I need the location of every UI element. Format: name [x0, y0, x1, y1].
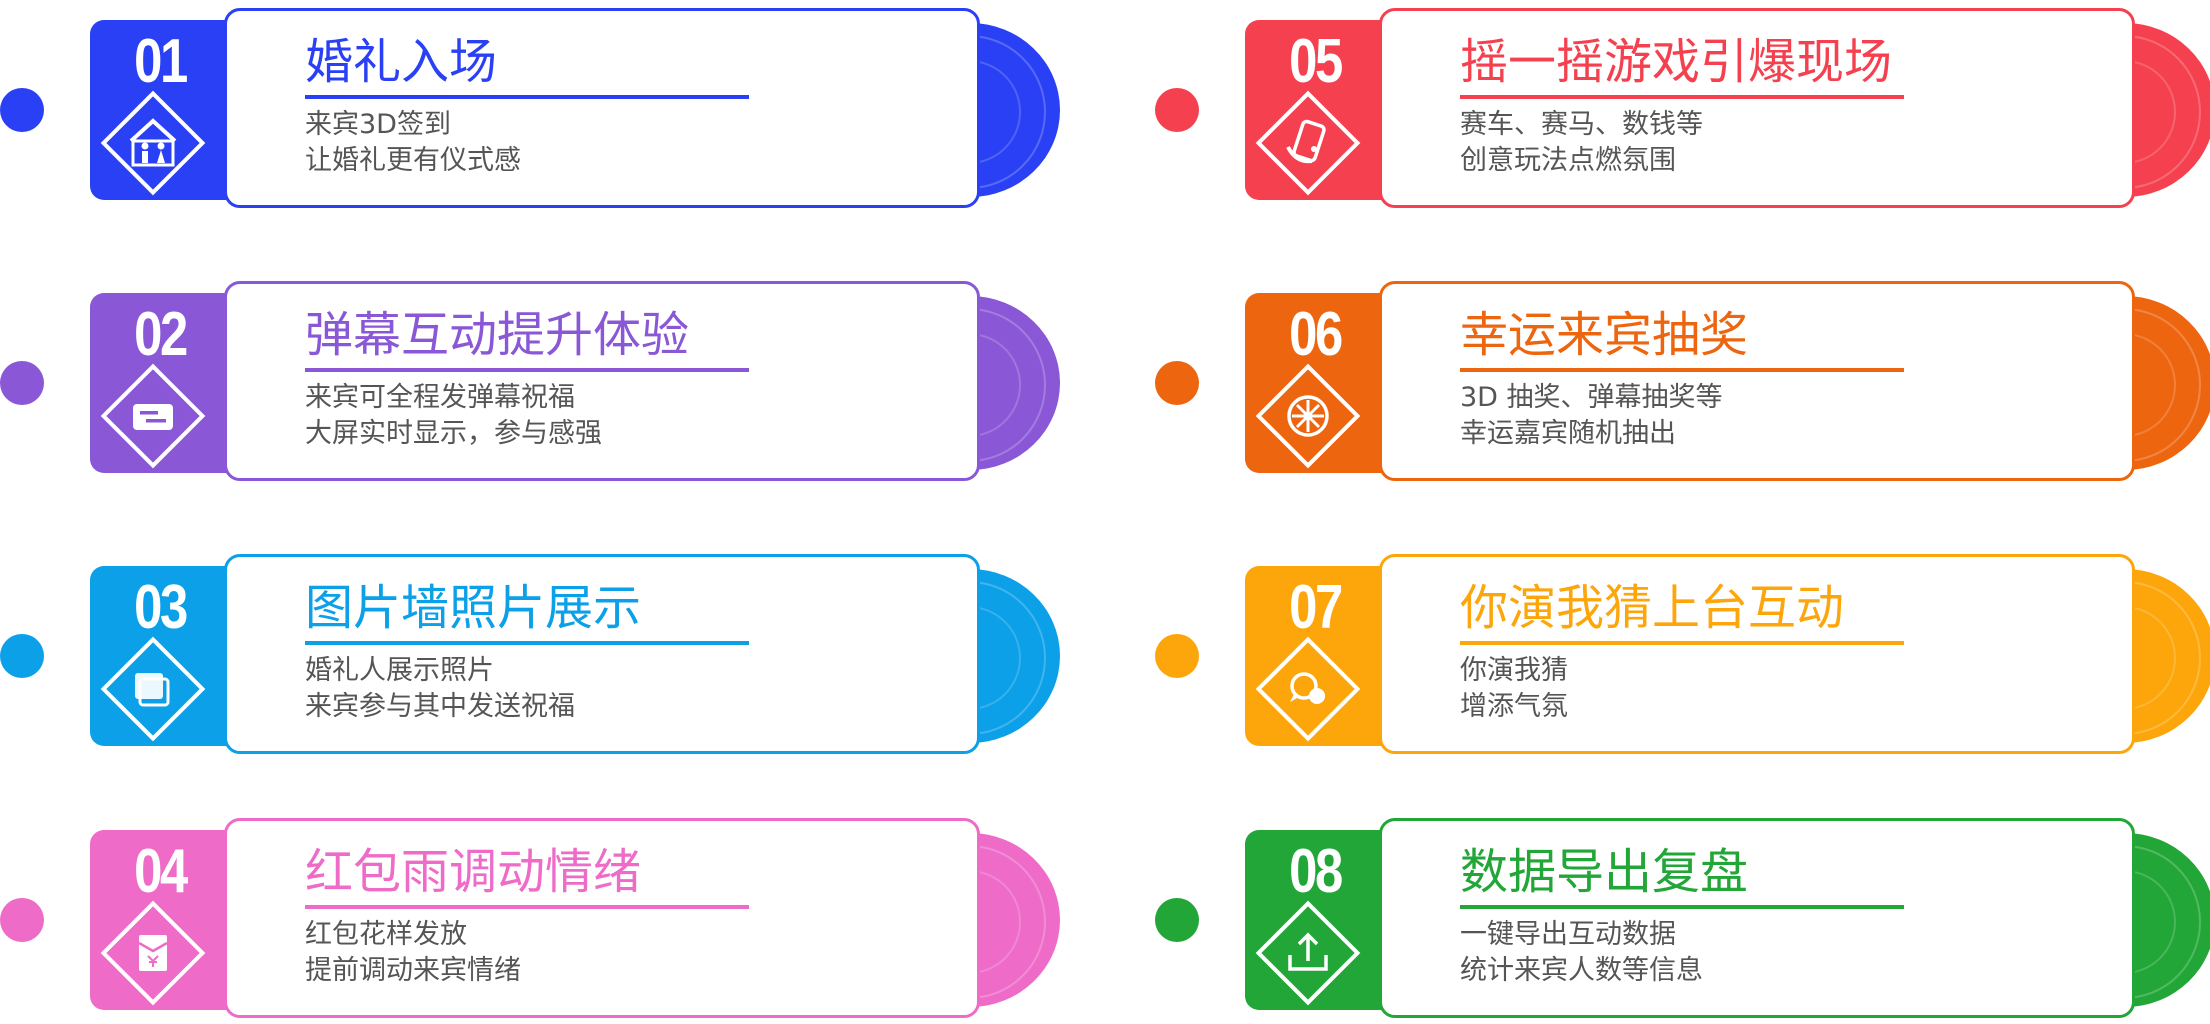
item-desc-line-1: 你演我猜 — [1460, 655, 1568, 686]
wedding-couple-icon — [129, 118, 177, 167]
item-desc-line-1: 来宾3D签到 — [305, 109, 451, 140]
number-tab: 06 — [1245, 293, 1503, 473]
feature-card-04: 04 红包雨调动情绪 红包花样发放 提前调动来宾情绪 — [0, 818, 1060, 1022]
item-desc-line-2: 增添气氛 — [1460, 691, 1568, 722]
title-underline — [1460, 368, 1904, 372]
item-desc-line-2: 提前调动来宾情绪 — [305, 955, 521, 986]
content-panel: 弹幕互动提升体验 来宾可全程发弹幕祝福 大屏实时显示，参与感强 — [224, 281, 980, 481]
title-underline — [1460, 641, 1904, 645]
bullet-dot — [0, 898, 44, 942]
feature-card-06: 06 幸运来宾抽奖 3D 抽奖、弹幕抽奖等 幸运嘉宾随机抽出 — [1155, 281, 2210, 485]
item-desc-line-2: 让婚礼更有仪式感 — [305, 145, 521, 176]
bullet-dot — [0, 88, 44, 132]
item-number: 03 — [134, 573, 188, 642]
bullet-dot — [0, 634, 44, 678]
item-number: 08 — [1289, 837, 1343, 906]
feature-card-03: 03 图片墙照片展示 婚礼人展示照片 来宾参与其中发送祝福 — [0, 554, 1060, 758]
item-title: 摇一摇游戏引爆现场 — [1460, 34, 1893, 90]
feature-card-05: 05 摇一摇游戏引爆现场 赛车、赛马、数钱等 创意玩法点燃氛围 — [1155, 8, 2210, 212]
item-desc-line-1: 赛车、赛马、数钱等 — [1460, 109, 1703, 140]
bullet-dot — [1155, 898, 1199, 942]
title-underline — [305, 905, 749, 909]
lottery-wheel-icon — [1287, 395, 1329, 437]
item-title: 数据导出复盘 — [1460, 844, 1749, 900]
feature-card-08: 08 数据导出复盘 一键导出互动数据 统计来宾人数等信息 — [1155, 818, 2210, 1022]
feature-card-01: 01 婚礼入场 来宾3D签到 让婚礼更有仪式感 — [0, 8, 1060, 212]
item-desc-line-1: 3D 抽奖、弹幕抽奖等 — [1460, 382, 1723, 413]
item-number: 06 — [1289, 300, 1343, 369]
photo-stack-icon — [135, 673, 170, 707]
bullet-dot — [1155, 634, 1199, 678]
item-desc-line-2: 来宾参与其中发送祝福 — [305, 691, 575, 722]
item-desc-line-2: 大屏实时显示，参与感强 — [305, 418, 602, 449]
item-number: 04 — [134, 837, 188, 906]
bullet-comment-icon — [133, 404, 173, 430]
content-panel: 婚礼入场 来宾3D签到 让婚礼更有仪式感 — [224, 8, 980, 208]
item-title: 幸运来宾抽奖 — [1460, 307, 1749, 363]
bullet-dot — [0, 361, 44, 405]
title-underline — [1460, 905, 1904, 909]
item-desc-line-1: 一键导出互动数据 — [1460, 919, 1676, 950]
title-underline — [1460, 95, 1904, 99]
content-panel: 你演我猜上台互动 你演我猜 增添气氛 — [1379, 554, 2135, 754]
item-number: 07 — [1289, 573, 1343, 642]
item-desc-line-1: 婚礼人展示照片 — [305, 655, 494, 686]
feature-card-07: 07 你演我猜上台互动 你演我猜 增添气氛 — [1155, 554, 2210, 758]
number-tab: 01 — [90, 20, 348, 200]
title-underline — [305, 95, 749, 99]
item-desc-line-2: 幸运嘉宾随机抽出 — [1460, 418, 1676, 449]
feature-card-02: 02 弹幕互动提升体验 来宾可全程发弹幕祝福 大屏实时显示，参与感强 — [0, 281, 1060, 485]
item-title: 婚礼入场 — [305, 34, 498, 90]
item-desc-line-1: 来宾可全程发弹幕祝福 — [305, 382, 575, 413]
red-envelope-icon — [138, 935, 168, 971]
content-panel: 图片墙照片展示 婚礼人展示照片 来宾参与其中发送祝福 — [224, 554, 980, 754]
item-desc-line-2: 统计来宾人数等信息 — [1460, 955, 1703, 986]
item-number: 02 — [134, 300, 188, 369]
item-title: 红包雨调动情绪 — [305, 844, 642, 900]
item-title: 图片墙照片展示 — [305, 580, 642, 636]
number-tab: 05 — [1245, 20, 1503, 200]
export-tray-icon — [1288, 932, 1328, 971]
item-desc-line-1: 红包花样发放 — [305, 919, 467, 950]
chat-bubbles-icon — [1290, 672, 1325, 704]
item-desc-line-2: 创意玩法点燃氛围 — [1460, 145, 1676, 176]
content-panel: 摇一摇游戏引爆现场 赛车、赛马、数钱等 创意玩法点燃氛围 — [1379, 8, 2135, 208]
bullet-dot — [1155, 361, 1199, 405]
content-panel: 幸运来宾抽奖 3D 抽奖、弹幕抽奖等 幸运嘉宾随机抽出 — [1379, 281, 2135, 481]
content-panel: 红包雨调动情绪 红包花样发放 提前调动来宾情绪 — [224, 818, 980, 1018]
title-underline — [305, 641, 749, 645]
item-title: 你演我猜上台互动 — [1460, 580, 1845, 636]
item-number: 01 — [134, 27, 188, 96]
item-title: 弹幕互动提升体验 — [305, 307, 690, 363]
shake-phone-icon — [1286, 119, 1326, 164]
number-tab: 04 — [90, 830, 348, 1010]
item-number: 05 — [1289, 27, 1343, 96]
content-panel: 数据导出复盘 一键导出互动数据 统计来宾人数等信息 — [1379, 818, 2135, 1018]
number-tab: 07 — [1245, 566, 1503, 746]
title-underline — [305, 368, 749, 372]
bullet-dot — [1155, 88, 1199, 132]
